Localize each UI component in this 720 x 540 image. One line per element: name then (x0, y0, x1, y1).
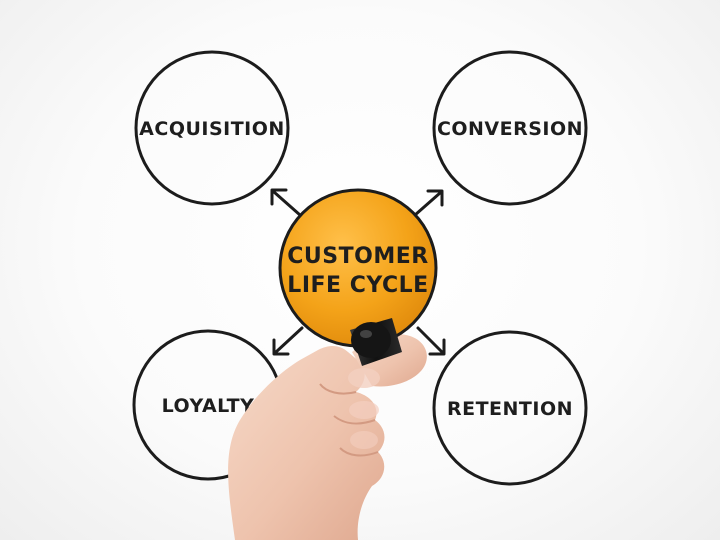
marker-cap (351, 322, 391, 358)
node-acquisition-label: ACQUISITION (139, 118, 285, 140)
center-node: CUSTOMER LIFE CYCLE (278, 188, 438, 348)
center-node-fill (280, 190, 436, 346)
node-conversion-label: CONVERSION (437, 118, 583, 140)
center-label-line2: LIFE CYCLE (287, 273, 428, 298)
arrow-to-acquisition (270, 188, 302, 217)
arrow-to-retention (416, 326, 446, 356)
node-conversion: CONVERSION (432, 50, 588, 206)
arrow-to-loyalty (272, 326, 304, 356)
marker-illustration (350, 318, 402, 366)
node-conversion-ring (432, 50, 588, 206)
center-label-line1: CUSTOMER (287, 244, 428, 269)
node-acquisition-ring (134, 50, 290, 206)
node-retention-label: RETENTION (447, 398, 573, 420)
arrow-to-conversion (413, 189, 444, 217)
node-loyalty-label: LOYALTY (162, 395, 255, 417)
node-retention: RETENTION (432, 330, 588, 486)
node-retention-ring (432, 330, 588, 486)
node-acquisition: ACQUISITION (134, 50, 290, 206)
hand-illustration (228, 334, 427, 540)
